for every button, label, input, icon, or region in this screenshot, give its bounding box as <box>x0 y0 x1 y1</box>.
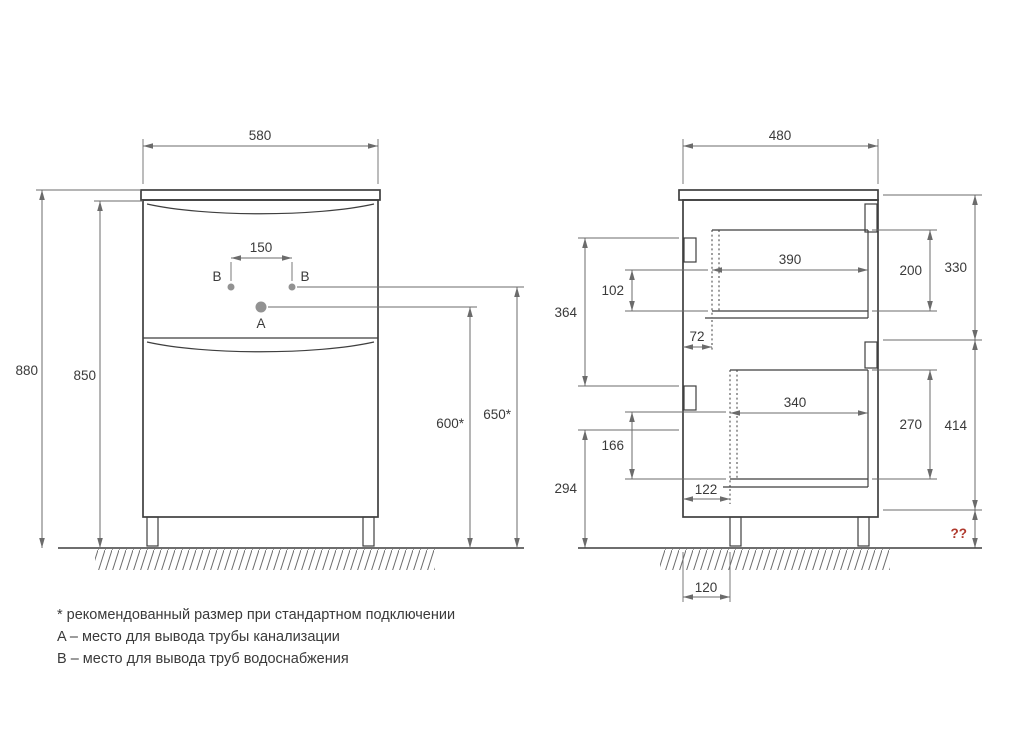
lower-offset-dimension: 166 <box>601 411 726 480</box>
side-depth-dimension: 480 <box>682 128 879 184</box>
lower-drawer-handle-curve <box>146 341 375 353</box>
b-spacing-label: 150 <box>250 240 273 255</box>
unknown-dimension-label: ?? <box>951 526 968 541</box>
side-depth-label: 480 <box>769 128 792 143</box>
lower-front-inset-label: 122 <box>695 482 718 497</box>
side-countertop <box>678 189 879 201</box>
front-width-label: 580 <box>249 128 272 143</box>
lower-front-inset-dimension: 122 <box>683 482 731 504</box>
upper-offset-label: 102 <box>601 283 624 298</box>
left-upper-span-label: 364 <box>554 305 577 320</box>
upper-drawer-handle-curve <box>146 203 375 215</box>
front-width-dimension: 580 <box>142 128 379 184</box>
lower-drawer-depth-label: 340 <box>784 395 807 410</box>
front-countertop <box>140 189 381 201</box>
point-b-right-label: B <box>300 269 309 284</box>
front-left-leg <box>146 516 159 547</box>
left-rail-upper <box>683 237 697 263</box>
front-ground-hatch <box>95 549 435 570</box>
lower-offset-label: 166 <box>601 438 624 453</box>
front-overall-height-dimension: 880 <box>15 189 141 548</box>
point-b-right <box>288 283 296 291</box>
upper-drawer-inner-label: 200 <box>899 263 922 278</box>
leg-inset-label: 120 <box>695 580 718 595</box>
left-lower-span-label: 294 <box>554 481 577 496</box>
note-point-b: B – место для вывода труб водоснабжения <box>57 651 349 667</box>
front-view: 580 880 850 150 <box>15 128 524 570</box>
front-overall-height-label: 880 <box>15 363 38 378</box>
front-gap-dimension: 72 <box>683 320 713 352</box>
lower-drawer-inner-dimension: 270 <box>872 369 937 480</box>
left-rail-lower <box>683 385 697 411</box>
side-back-leg <box>857 516 870 547</box>
side-ground-hatch <box>660 549 890 570</box>
lower-drawer-box <box>723 369 869 488</box>
right-section-dimensions: 330 414 ?? <box>883 194 982 548</box>
connection-points: B B A <box>212 269 309 331</box>
lower-section-label: 414 <box>944 418 967 433</box>
front-body-height-label: 850 <box>73 368 96 383</box>
left-span-dimensions: 364 294 <box>554 237 679 548</box>
back-rail-upper <box>864 203 878 233</box>
legend-notes: * рекомендованный размер при стандартном… <box>57 607 455 667</box>
side-front-leg <box>729 516 742 547</box>
side-ground <box>578 547 982 570</box>
lower-drawer-inner-label: 270 <box>899 417 922 432</box>
front-body <box>142 199 379 518</box>
back-rail-middle <box>864 341 878 369</box>
a-height-label: 600* <box>436 416 465 431</box>
upper-drawer-depth-dimension: 390 <box>712 252 868 273</box>
side-body <box>682 199 879 518</box>
b-height-label: 650* <box>483 407 512 422</box>
front-right-leg <box>362 516 375 547</box>
upper-offset-dimension: 102 <box>601 269 708 312</box>
side-cabinet <box>678 189 879 547</box>
front-body-height-dimension: 850 <box>73 200 143 548</box>
b-spacing-dimension: 150 <box>230 240 293 281</box>
upper-section-label: 330 <box>944 260 967 275</box>
upper-drawer-inner-dimension: 200 <box>872 229 937 312</box>
upper-drawer-box <box>705 229 869 319</box>
front-ground <box>58 547 524 570</box>
point-b-left <box>227 283 235 291</box>
upper-drawer-depth-label: 390 <box>779 252 802 267</box>
point-a <box>255 301 267 313</box>
note-recommended-size: * рекомендованный размер при стандартном… <box>57 607 455 623</box>
front-gap-label: 72 <box>689 329 704 344</box>
b-height-dimension: 650* <box>297 286 524 548</box>
point-b-left-label: B <box>212 269 221 284</box>
a-height-dimension: 600* <box>268 306 477 548</box>
side-view: 480 <box>554 128 982 602</box>
front-cabinet <box>140 189 381 547</box>
point-a-label: A <box>256 316 265 331</box>
note-point-a: A – место для вывода трубы канализации <box>57 629 340 645</box>
lower-drawer-depth-dimension: 340 <box>730 395 868 416</box>
